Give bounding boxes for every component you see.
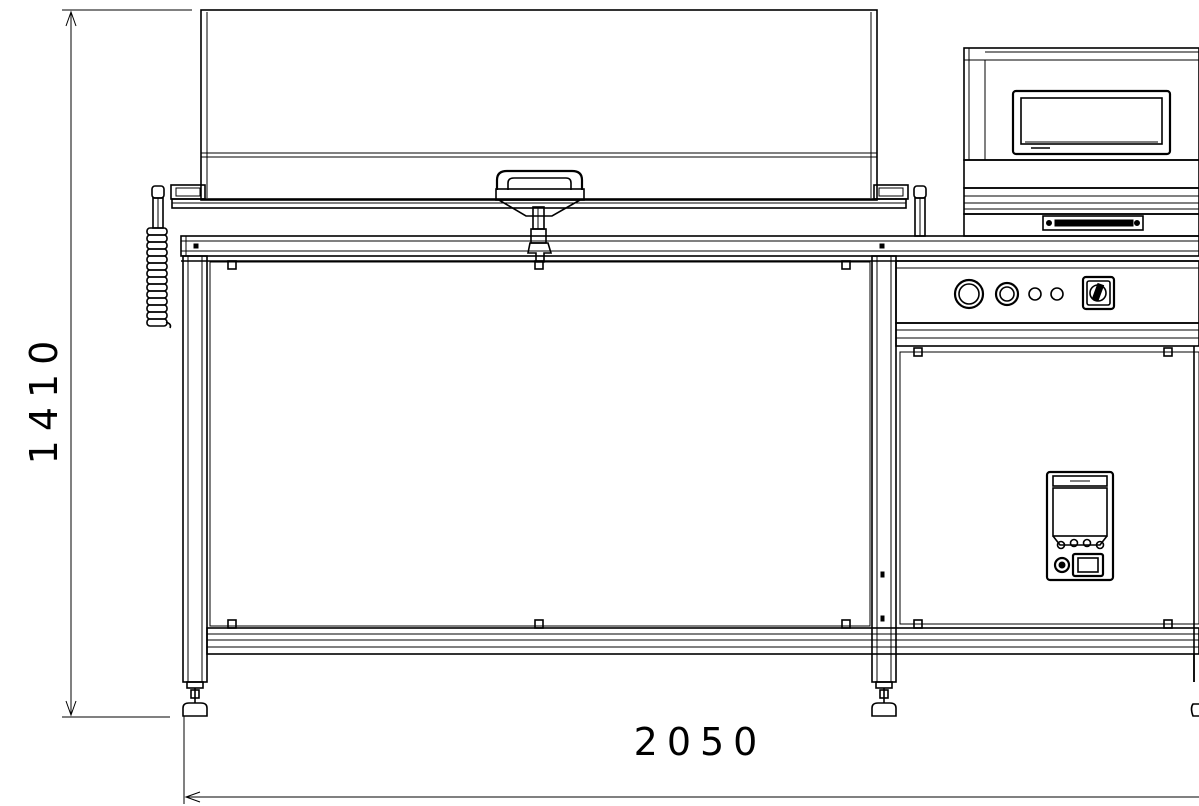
main-switch (1081, 275, 1116, 311)
remote-button-2 (1069, 538, 1079, 548)
table-top-rail (180, 235, 1199, 262)
left-hinge (170, 184, 206, 200)
hmi-terminal (963, 47, 1199, 237)
width-arrow-left (184, 791, 201, 803)
width-dimension: 2050 (183, 712, 1199, 804)
width-dimension-label: 2050 (634, 720, 767, 764)
middle-leveling-foot (871, 702, 897, 717)
pilot-lamp-1 (1028, 287, 1042, 301)
right-hinge (873, 184, 909, 200)
left-bay-frame (182, 255, 1199, 717)
height-dimension: 1410 (22, 9, 192, 718)
hmi-screen-bezel (1011, 89, 1172, 156)
height-arrow-bottom (65, 700, 77, 717)
upper-control-panel (895, 260, 1199, 324)
left-post (182, 255, 208, 683)
hmi-screen (1020, 97, 1163, 145)
remote-button-1 (1056, 540, 1066, 550)
coil-turns (146, 227, 168, 327)
remote-button-4 (1095, 540, 1105, 550)
remote-dial (1053, 556, 1071, 574)
height-dimension-label: 1410 (22, 332, 66, 465)
control-cabinet (895, 260, 1199, 717)
remote-controller (1045, 470, 1115, 582)
remote-connector (1071, 552, 1105, 578)
coil-spring (146, 185, 927, 329)
large-round-button (953, 278, 985, 310)
medium-round-button (994, 281, 1020, 307)
left-leveling-foot (182, 702, 208, 717)
height-arrow-top (65, 10, 77, 27)
lid-handle (495, 169, 585, 263)
lower-crossbar (206, 627, 1199, 655)
remote-button-3 (1082, 538, 1092, 548)
lid (170, 9, 909, 209)
pilot-lamp-2 (1050, 287, 1064, 301)
